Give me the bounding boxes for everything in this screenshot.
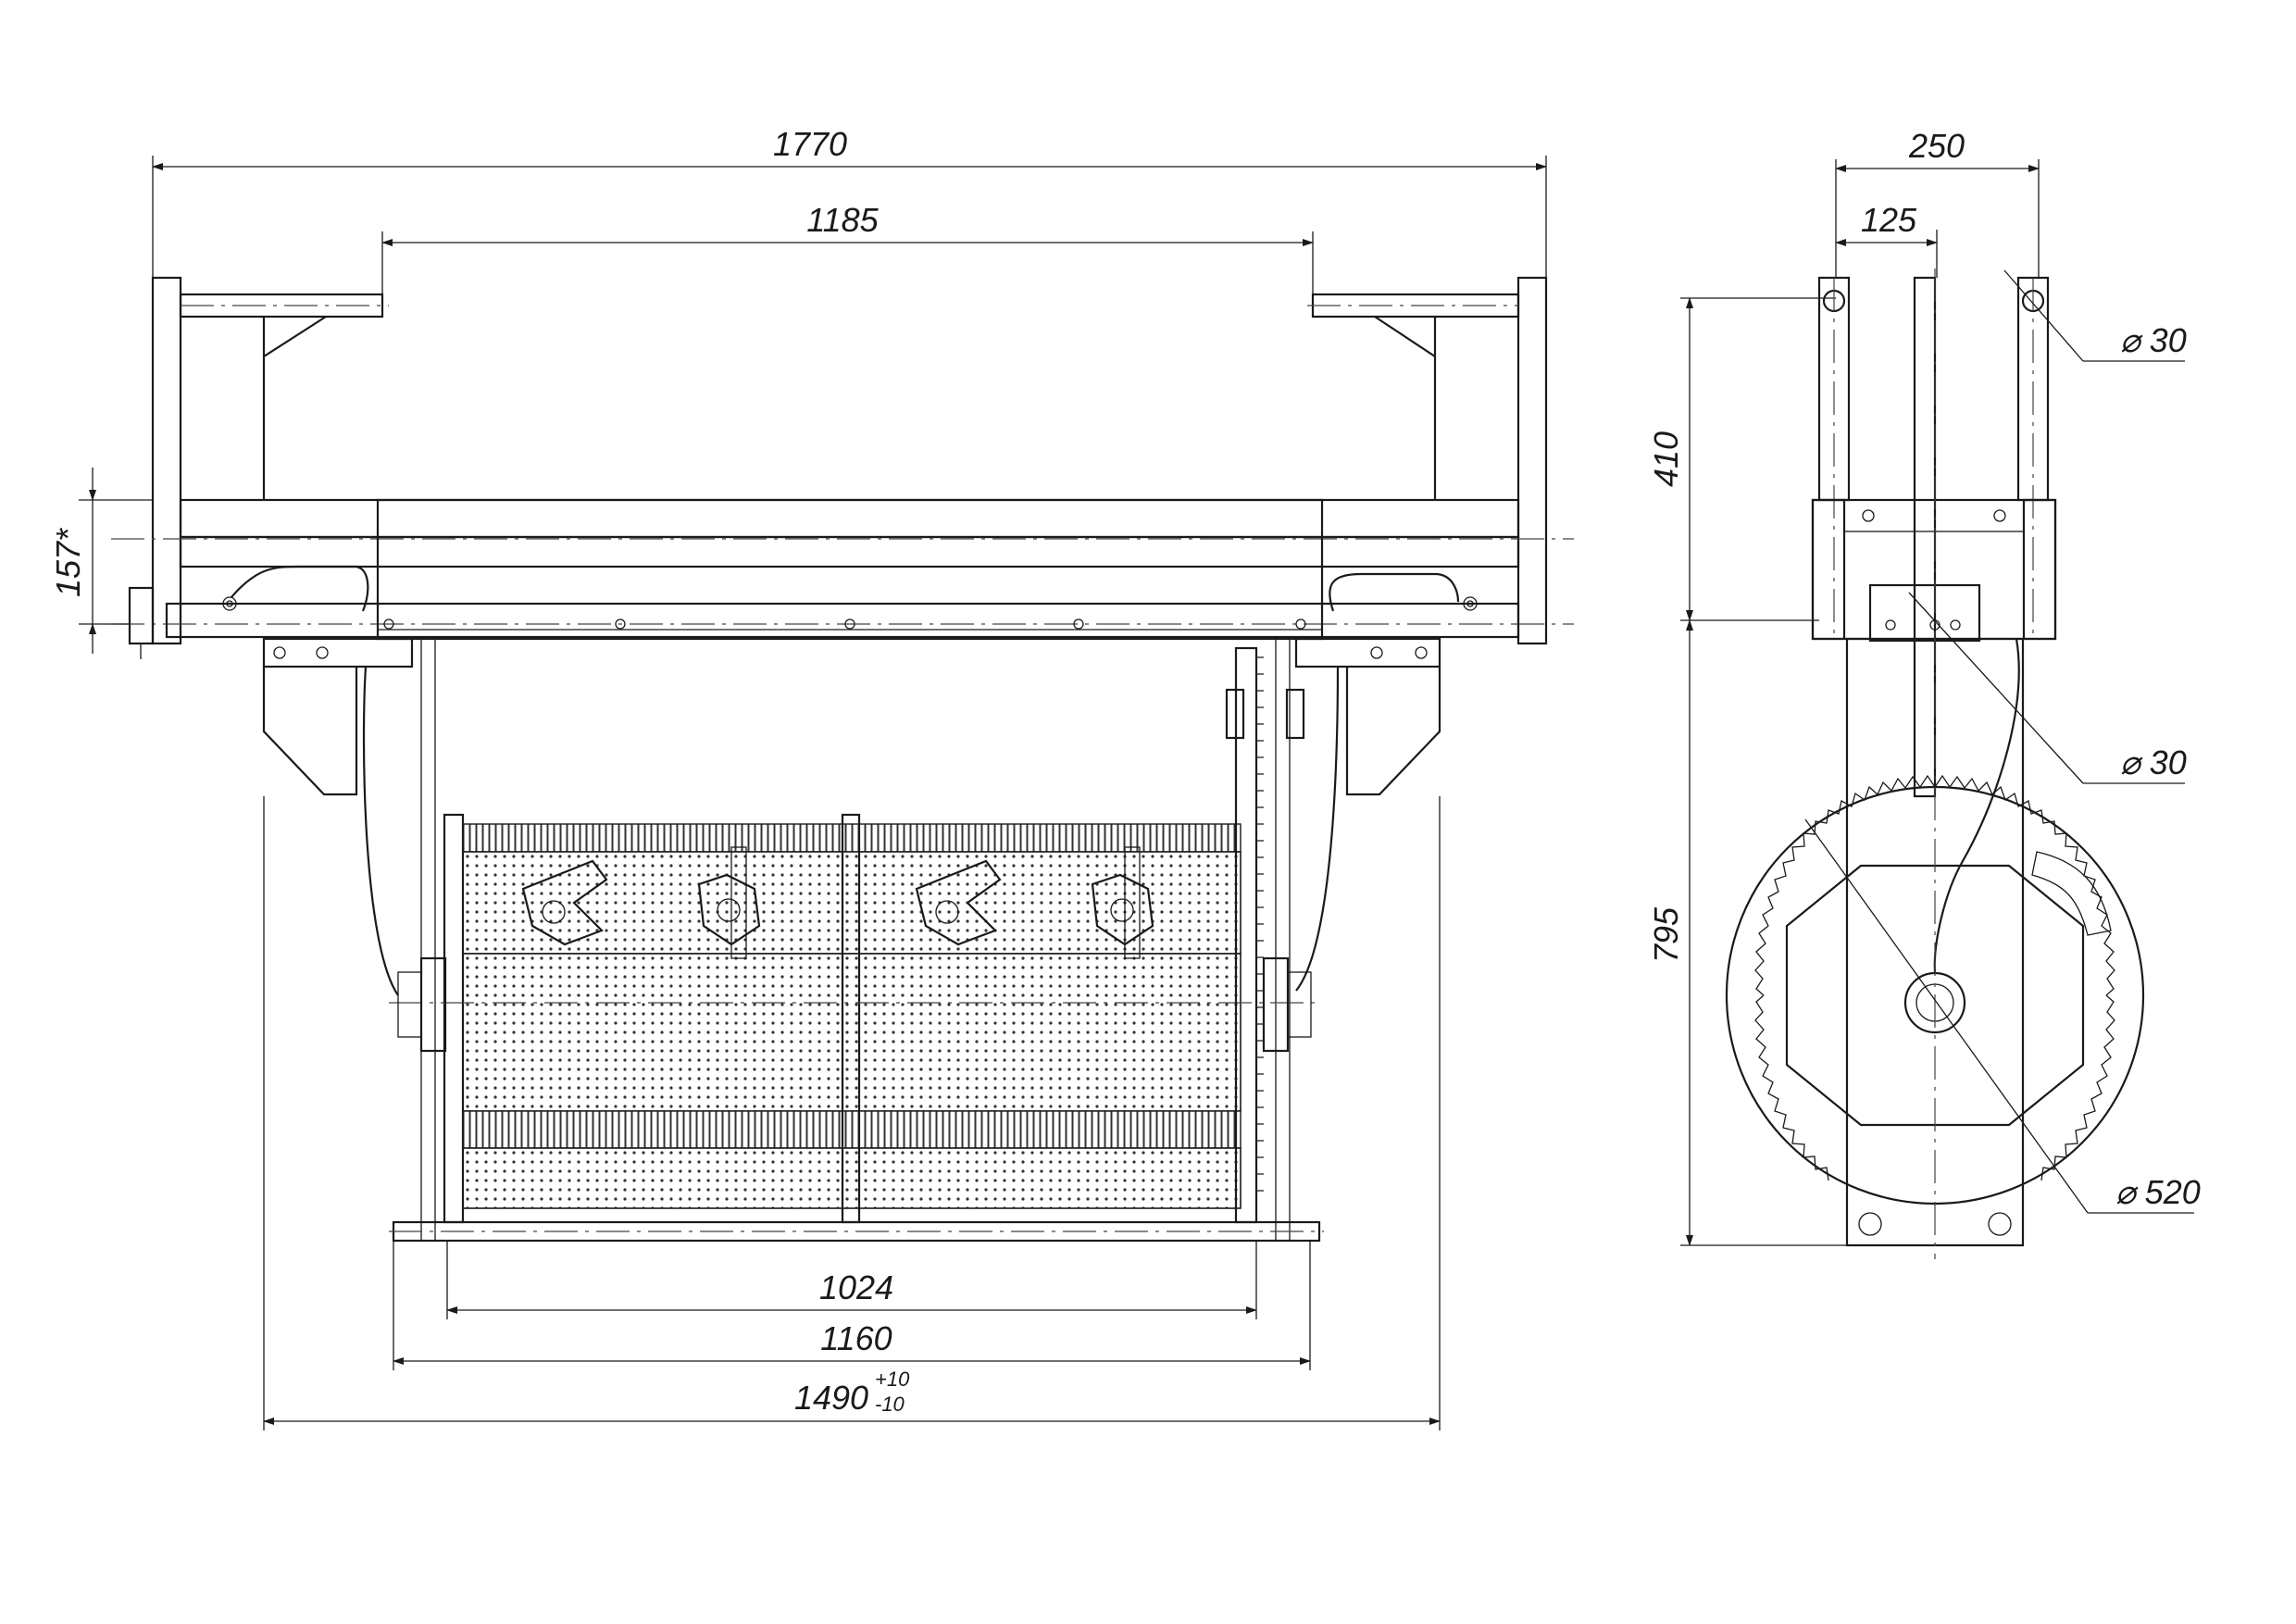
dimension-tolerance-minus: -10 (875, 1393, 905, 1416)
diameter-text-top-pin: ⌀ 30 (2120, 321, 2187, 359)
dimension-label-157: 157* (49, 528, 87, 597)
dimension-label-1024: 1024 (819, 1268, 893, 1306)
dimension-tolerance-plus: +10 (875, 1368, 910, 1391)
dimension-inner-width: 1185 (381, 201, 1314, 310)
dimension-base-width: 1490 +10 -10 (263, 796, 1441, 1430)
drum-clamps (521, 846, 1154, 959)
dimension-label-250: 250 (1908, 127, 1965, 165)
dimension-overall-width: 1770 (152, 125, 1547, 278)
dimension-side-width: 250 (1835, 127, 2040, 278)
side-gear (1725, 269, 2145, 1259)
diameter-text-shaft: ⌀ 30 (2120, 743, 2187, 781)
diameter-label-gear: ⌀ 520 (1804, 818, 2201, 1214)
diameter-label-top-pin: ⌀ 30 (2003, 269, 2187, 362)
dimension-side-half-width: 125 (1835, 201, 1938, 278)
dimension-label-1160: 1160 (820, 1319, 892, 1357)
diameter-label-shaft: ⌀ 30 (1908, 592, 2187, 784)
diameter-text-gear: ⌀ 520 (2115, 1173, 2201, 1211)
drum (389, 646, 1315, 1224)
dimension-drum-length: 1024 (446, 1241, 1257, 1319)
top-frame (111, 276, 1574, 659)
dimension-frame-width: 1160 (393, 1241, 1311, 1370)
side-plates (262, 637, 1441, 1241)
dimension-side-height-lower: 795 (1647, 619, 1847, 1246)
dimension-label-125: 125 (1861, 201, 1917, 239)
side-view: 250 125 410 795 (1647, 127, 2201, 1259)
dimension-label-1490: 1490 (794, 1379, 868, 1417)
dimension-side-height-upper: 410 (1647, 297, 1836, 621)
dimension-label-1185: 1185 (806, 201, 879, 239)
front-view: 1770 1185 (49, 125, 1574, 1430)
dimension-label-410: 410 (1647, 431, 1685, 487)
dimension-label-1770: 1770 (773, 125, 847, 163)
dimension-label-795: 795 (1647, 906, 1685, 963)
dimension-height-157: 157* (49, 468, 153, 654)
base-bar (389, 1220, 1324, 1243)
